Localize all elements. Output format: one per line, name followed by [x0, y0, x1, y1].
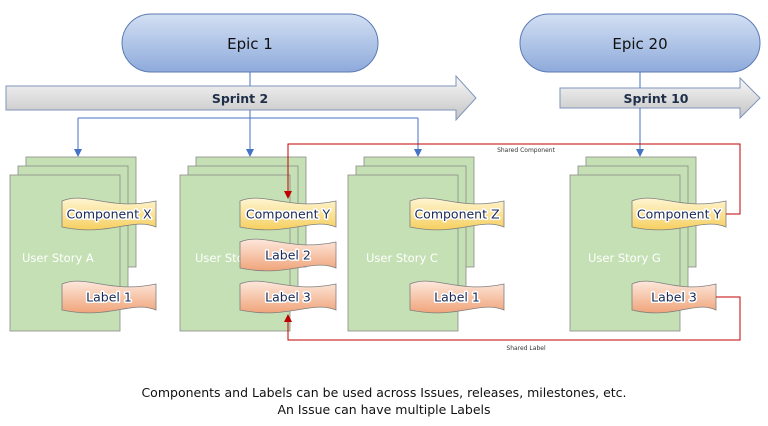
label-tag-shape	[631, 280, 717, 314]
sprint-10-label: Sprint 10	[623, 91, 688, 106]
component-tag-shape	[631, 197, 727, 231]
component-tag-shape	[61, 197, 157, 231]
shared-label-line	[284, 296, 741, 341]
label-tag-shape	[239, 238, 337, 272]
label-tag-halo: Label 2	[265, 248, 311, 263]
sprint-arrow-2: Sprint 2	[5, 74, 477, 122]
epic-1: Epic 1	[121, 13, 379, 73]
component-tag-halo: Component X	[66, 207, 152, 222]
epic-20: Epic 20	[519, 13, 761, 73]
sprint-arrow-10: Sprint 10	[559, 76, 761, 120]
label-tag-halo: Label 3	[265, 290, 311, 305]
epic-1-label: Epic 1	[227, 35, 273, 53]
label-tag-text: Label 3	[651, 290, 697, 305]
component-tag-shape	[409, 197, 505, 231]
component-tag-shape	[239, 197, 337, 231]
label-tag-text: Label 3	[265, 290, 311, 305]
epic-20-label: Epic 20	[612, 35, 667, 53]
story-c-label: User Story C	[366, 251, 438, 265]
shared-component-text: Shared Component	[497, 147, 556, 154]
label-tag-halo: Label 3	[651, 290, 697, 305]
label-tag-shape	[409, 280, 505, 314]
story-stack-g: User Story G	[569, 156, 697, 332]
shared-connectors	[284, 143, 741, 341]
shared-label-text: Shared Label	[506, 345, 546, 352]
component-tag-text: Component Y	[637, 207, 722, 222]
sprint-2-label: Sprint 2	[212, 91, 268, 106]
label-tag-halo: Label 1	[86, 290, 132, 305]
sprint-connectors	[74, 72, 644, 157]
caption-line-2: An Issue can have multiple Labels	[277, 402, 491, 417]
component-tag-halo: Component Y	[637, 207, 722, 222]
component-tag-text: Component X	[66, 207, 152, 222]
caption-line-1: Components and Labels can be used across…	[141, 385, 627, 400]
story-a-label: User Story A	[22, 251, 94, 265]
component-tag-text: Component Y	[246, 207, 331, 222]
story-g-label: User Story G	[588, 251, 661, 265]
label-tag-text: Label 1	[434, 290, 480, 305]
component-tag-halo: Component Y	[246, 207, 331, 222]
shared-component-line	[284, 143, 741, 215]
label-tag-halo: Label 1	[434, 290, 480, 305]
component-tag-halo: Component Z	[414, 207, 499, 222]
label-tag-text: Label 2	[265, 248, 311, 263]
label-tag-shape	[61, 280, 157, 314]
label-tag-text: Label 1	[86, 290, 132, 305]
label-tag-shape	[239, 280, 337, 314]
component-tag-text: Component Z	[414, 207, 499, 222]
